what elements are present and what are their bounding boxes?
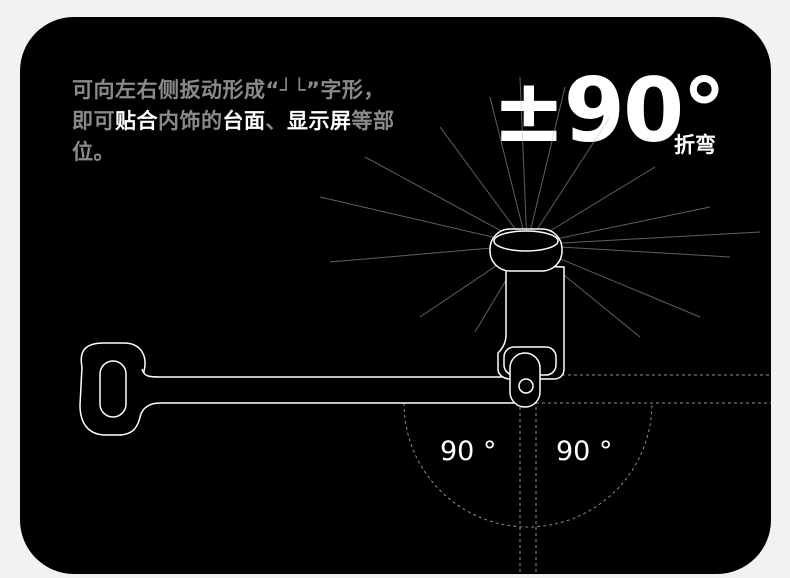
desc-highlight-taimian: 台面 <box>222 109 266 133</box>
bend-caption: 折弯 <box>674 133 716 157</box>
bracket-illustration <box>79 76 771 574</box>
desc-segment-3: 、 <box>265 109 287 133</box>
feature-card: 可向左右侧扳动形成“┘└”字形，即可贴合内饰的台面、显示屏等部位。 ±90° 折… <box>20 17 771 574</box>
bend-angle-headline: ±90° <box>492 59 726 162</box>
feature-description: 可向左右侧扳动形成“┘└”字形，即可贴合内饰的台面、显示屏等部位。 <box>72 75 402 168</box>
left-angle-label: 90 ° <box>440 436 497 467</box>
desc-segment-1: 可向左右侧扳动形成“┘└”字形，即可 <box>72 78 385 133</box>
desc-segment-4: 等部位。 <box>72 109 395 164</box>
bracket-arm <box>79 228 565 436</box>
desc-highlight-tiehe: 贴合 <box>115 109 158 133</box>
angle-guides <box>403 374 771 574</box>
desc-segment-2: 内饰的 <box>158 109 223 133</box>
desc-highlight-xianshiping: 显示屏 <box>287 109 352 133</box>
right-angle-label: 90 ° <box>556 436 613 467</box>
